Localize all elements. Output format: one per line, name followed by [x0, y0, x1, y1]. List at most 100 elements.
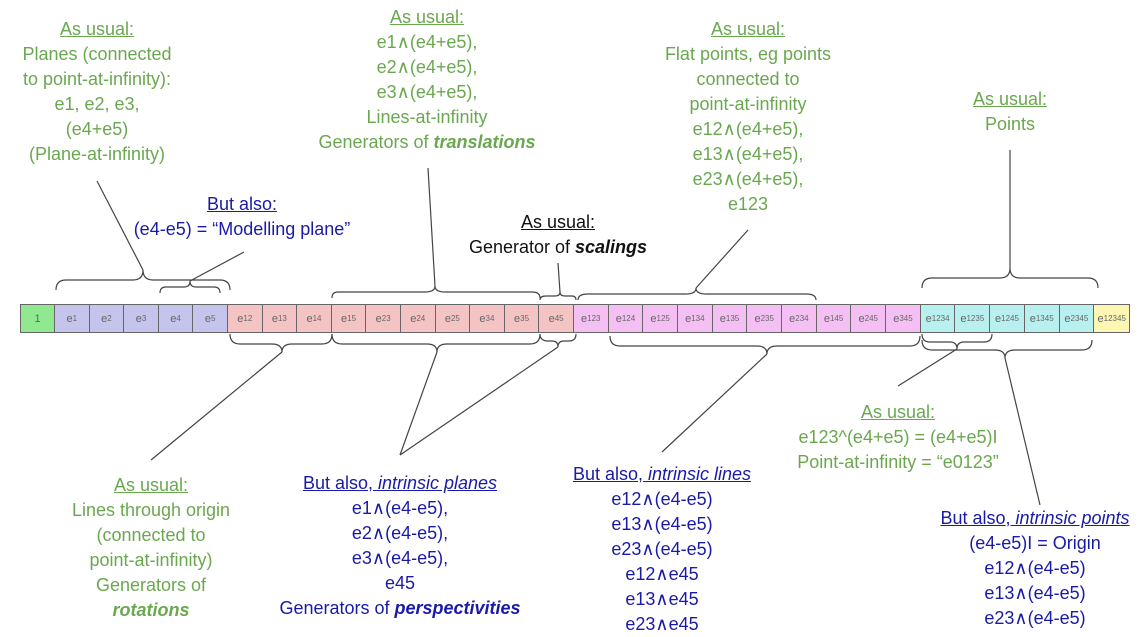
blade-subscript: 245 [864, 314, 878, 323]
brace-pinf-bottom [921, 333, 993, 350]
blade-base: e [204, 312, 211, 325]
blade-subscript: 35 [520, 314, 530, 323]
annot-flat-points: As usual: Flat points, eg points connect… [638, 17, 858, 217]
ilines-line: e23∧(e4-e5) [611, 539, 713, 559]
leader-planes [96, 180, 144, 271]
blade-subscript: 15 [347, 314, 357, 323]
blade-base: e [135, 312, 142, 325]
blade-base: e [271, 312, 278, 325]
annot-point-at-infinity: As usual: e123^(e4+e5) = (e4+e5)I Point-… [772, 400, 1024, 475]
ipoints-header-prefix: But also, [940, 508, 1016, 528]
blade-subscript: 2345 [1070, 314, 1089, 323]
leader-ilines [661, 353, 768, 453]
translations-line: e3∧(e4+e5), [376, 82, 478, 102]
ilines-line: e23∧e45 [625, 614, 699, 634]
annot-intrinsic-planes: But also, intrinsic planes e1∧(e4-e5), e… [252, 471, 548, 621]
blade-base: e [1097, 312, 1104, 325]
flat-points-line: e13∧(e4+e5), [692, 144, 804, 164]
blade-base: e [925, 312, 932, 325]
annot-intrinsic-lines: But also, intrinsic lines e12∧(e4-e5) e1… [552, 462, 772, 637]
annot-planes: As usual: Planes (connected to point-at-… [0, 17, 194, 167]
rotations-line: point-at-infinity) [89, 550, 213, 570]
leader-modelling [189, 251, 245, 282]
planes-line: e1, e2, e3, [54, 94, 140, 114]
blade-base: e [479, 312, 486, 325]
translations-gen-word: translations [433, 132, 536, 152]
rotations-line: Lines through origin [71, 500, 231, 520]
blade-base: e [306, 312, 313, 325]
brace-flat-points-top [577, 287, 817, 301]
blade-subscript: 45 [554, 314, 564, 323]
blade-base: e [237, 312, 244, 325]
leader-iplanes-a [399, 351, 438, 456]
blade-base: e [823, 312, 830, 325]
blade-base: e [1029, 312, 1036, 325]
iplanes-gen-prefix: Generators of [279, 598, 395, 618]
blade-base: e [615, 312, 622, 325]
blade-subscript: 34 [485, 314, 495, 323]
intrinsic-planes-header: But also, intrinsic planes [252, 471, 548, 496]
blade-subscript: 5 [211, 314, 216, 323]
rotations-gen-word: rotations [112, 600, 190, 620]
blade-subscript: 124 [621, 314, 636, 323]
pinf-line: e123^(e4+e5) = (e4+e5)I [798, 427, 998, 447]
ilines-header-italic: intrinsic lines [648, 464, 752, 484]
translations-line: e2∧(e4+e5), [376, 57, 478, 77]
annot-translations: As usual: e1∧(e4+e5), e2∧(e4+e5), e3∧(e4… [292, 5, 562, 155]
leader-iplanes-b [399, 346, 559, 456]
blade-subscript: 234 [795, 314, 809, 323]
blade-subscript: 24 [416, 314, 426, 323]
planes-line: (e4+e5) [65, 119, 129, 139]
pinf-header: As usual: [860, 402, 936, 422]
blade-base: e [341, 312, 348, 325]
translations-line: Lines-at-infinity [366, 107, 488, 127]
blade-subscript: 1235 [966, 314, 985, 323]
blade-subscript: 23 [381, 314, 391, 323]
blade-base: e [410, 312, 417, 325]
rotations-line: (connected to [96, 525, 206, 545]
blade-subscript: 125 [656, 314, 670, 323]
planes-line: (Plane-at-infinity) [28, 144, 166, 164]
points-header: As usual: [972, 89, 1048, 109]
rotations-header: As usual: [113, 475, 189, 495]
blade-base: e [960, 312, 967, 325]
blade-base: e [789, 312, 796, 325]
ipoints-line: e12∧(e4-e5) [984, 558, 1086, 578]
blade-subscript: 135 [725, 314, 740, 323]
brace-points-top [921, 267, 1099, 289]
annot-modelling: But also: (e4-e5) = “Modelling plane” [104, 192, 380, 242]
brace-lines-bottom [609, 335, 921, 355]
flat-points-line: e12∧(e4+e5), [692, 119, 804, 139]
blade-base: 1 [34, 312, 41, 325]
blade-subscript: 1345 [1035, 314, 1054, 323]
intrinsic-lines-header: But also, intrinsic lines [552, 462, 772, 487]
blade-subscript: 1234 [931, 314, 950, 323]
brace-rotations-bottom [229, 333, 333, 353]
iplanes-line: e1∧(e4-e5), [351, 498, 449, 518]
blade-base: e [685, 312, 692, 325]
blade-subscript: 235 [760, 314, 774, 323]
iplanes-gen-word: perspectivities [394, 598, 521, 618]
blade-subscript: 25 [450, 314, 460, 323]
blade-cell: 1 [20, 304, 55, 333]
translations-generators: Generators of translations [292, 130, 562, 155]
blade-subscript: 123 [587, 314, 601, 323]
scalings-gen-prefix: Generator of [468, 237, 575, 257]
intrinsic-points-header: But also, intrinsic points [922, 506, 1148, 531]
iplanes-generators: Generators of perspectivities [252, 596, 548, 621]
ilines-header-prefix: But also, [572, 464, 648, 484]
planes-header: As usual: [59, 19, 135, 39]
blade-base: e [858, 312, 865, 325]
blade-subscript: 12345 [1103, 314, 1126, 323]
blade-subscript: 1 [72, 314, 78, 323]
